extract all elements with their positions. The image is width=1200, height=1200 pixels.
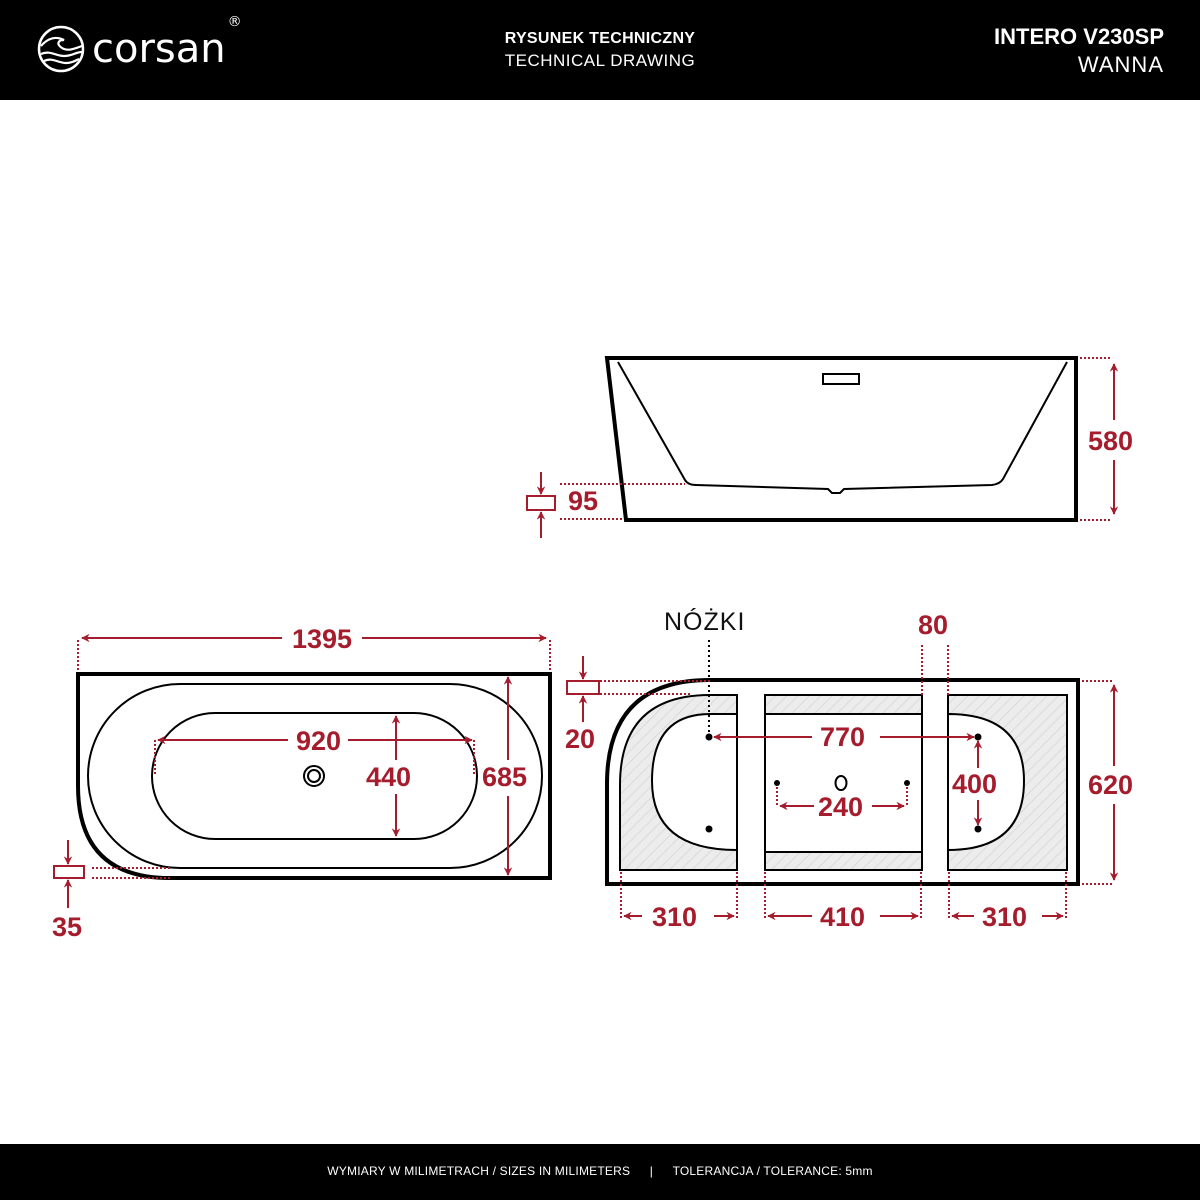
legs-label: NÓŻKI <box>664 607 745 636</box>
dim-section-center: 410 <box>820 902 865 932</box>
dim-rim-offset: 35 <box>52 912 82 942</box>
dim-length: 1395 <box>292 624 352 654</box>
dim-center-leg-spacing: 240 <box>818 792 863 822</box>
dim-section-left: 310 <box>652 902 697 932</box>
brand-name: corsan® <box>92 14 242 72</box>
drawing-title: RYSUNEK TECHNICZNY TECHNICAL DRAWING <box>400 30 800 71</box>
leg-dot <box>774 780 780 786</box>
dim-leg-spacing: 400 <box>952 769 997 799</box>
dim-width: 620 <box>1088 770 1133 800</box>
top-view: 1395 920 440 685 35 <box>52 624 552 942</box>
leg-dot <box>974 733 982 741</box>
model-name: INTERO V230SP <box>994 24 1164 49</box>
side-view: 580 95 <box>526 356 1133 538</box>
drain-icon <box>834 775 848 791</box>
dim-rim: 20 <box>565 724 595 754</box>
dim-floor-thickness: 95 <box>568 486 598 516</box>
leg-dot <box>974 825 982 833</box>
dim-width: 685 <box>482 762 527 792</box>
bottom-view: NÓŻKI 80 20 770 400 240 620 <box>565 607 1133 932</box>
dim-leg-span: 770 <box>820 722 865 752</box>
dim-rib-width: 80 <box>918 610 948 640</box>
tolerance-note: TOLERANCJA / TOLERANCE: 5mm <box>672 1164 873 1178</box>
product-info: INTERO V230SP WANNA <box>994 24 1164 78</box>
product-type: WANNA <box>1077 52 1164 77</box>
units-note: WYMIARY W MILIMETRACH / SIZES IN MILIMET… <box>327 1164 631 1178</box>
leg-dot <box>705 825 713 833</box>
leg-dot <box>705 733 713 741</box>
dim-inner-width: 440 <box>366 762 411 792</box>
dim-height: 580 <box>1088 426 1133 456</box>
leg-dot <box>904 780 910 786</box>
wave-logo-icon <box>37 25 85 73</box>
overflow-icon <box>822 373 860 385</box>
brand-logo: corsan® <box>36 14 242 74</box>
header-bar: corsan® RYSUNEK TECHNICZNY TECHNICAL DRA… <box>0 0 1200 100</box>
drain-icon <box>303 765 325 787</box>
title-english: TECHNICAL DRAWING <box>504 51 696 70</box>
dim-inner-length: 920 <box>296 726 341 756</box>
footer-notes: WYMIARY W MILIMETRACH / SIZES IN MILIMET… <box>0 1164 1200 1178</box>
dim-section-right: 310 <box>982 902 1027 932</box>
footer-bar: WYMIARY W MILIMETRACH / SIZES IN MILIMET… <box>0 1144 1200 1200</box>
footer-separator: | <box>649 1164 654 1178</box>
title-polish: RYSUNEK TECHNICZNY <box>504 30 696 47</box>
